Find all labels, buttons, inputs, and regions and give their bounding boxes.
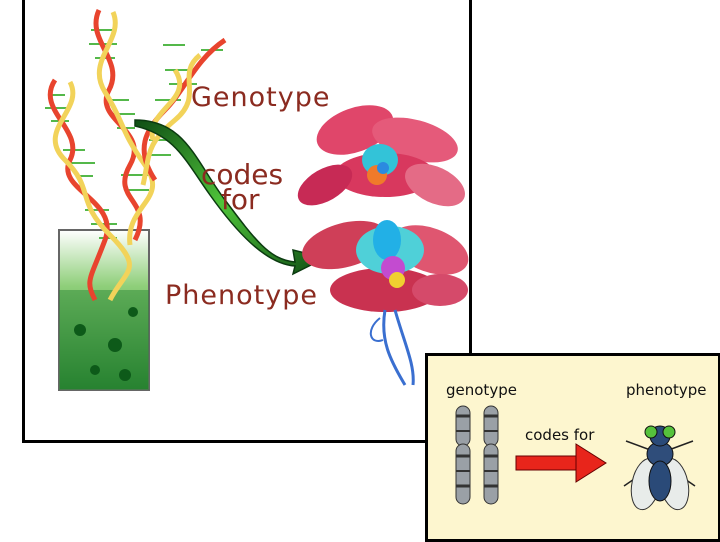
chromosome-icon bbox=[484, 406, 498, 504]
orchid-flower-icon bbox=[291, 96, 469, 385]
genotype-phenotype-illustration: Genotype codes for Phenotype bbox=[22, 0, 472, 443]
genotype-label: Genotype bbox=[191, 82, 330, 113]
for-label: for bbox=[221, 183, 260, 216]
codes-for-label: codes for bbox=[525, 426, 594, 444]
phenotype-label: phenotype bbox=[626, 381, 706, 399]
chromosome-to-fly-illustration: genotype codes for phenotype bbox=[425, 353, 720, 542]
illustration-canvas bbox=[25, 0, 469, 440]
red-arrow-icon bbox=[516, 444, 606, 482]
chromosome-icon bbox=[456, 406, 470, 504]
phenotype-label: Phenotype bbox=[165, 280, 318, 311]
genotype-label: genotype bbox=[446, 381, 517, 399]
vial bbox=[59, 230, 149, 390]
fly-icon bbox=[624, 426, 695, 512]
